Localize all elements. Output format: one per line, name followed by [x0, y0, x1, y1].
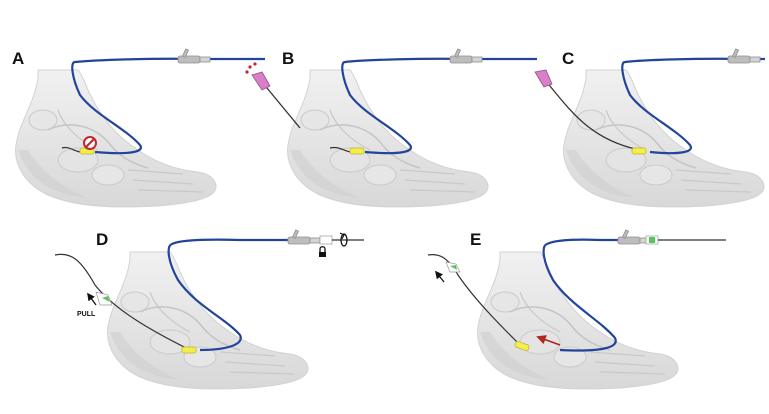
catheter-line — [542, 238, 640, 352]
foot-illustration — [286, 69, 489, 208]
yellow-marker — [631, 147, 647, 155]
needle — [261, 81, 301, 129]
guidewire — [427, 253, 521, 346]
needle-hub — [251, 71, 271, 91]
guidewire — [544, 79, 641, 151]
catheter-line — [621, 57, 765, 155]
sheath-hub — [449, 48, 483, 64]
panel-label-d: D — [96, 230, 108, 249]
panel-b: B — [245, 48, 537, 208]
pull-arrow-icon — [435, 270, 445, 283]
foot-illustration — [14, 69, 217, 208]
panel-label-a: A — [12, 49, 24, 68]
panel-a: A — [12, 48, 265, 208]
pull-label: PULL — [77, 311, 96, 318]
no-entry-icon — [83, 136, 97, 150]
guidewire — [329, 146, 351, 153]
advance-arrow-icon — [536, 335, 561, 346]
sheath-hub — [617, 229, 651, 245]
panel-d: D PULL — [54, 229, 364, 390]
yellow-marker — [349, 147, 365, 155]
guidewire — [61, 146, 81, 153]
panel-label-e: E — [470, 230, 481, 249]
pull-arrow-icon — [87, 292, 97, 306]
sheath-hub — [177, 48, 211, 64]
panel-label-b: B — [282, 49, 294, 68]
yellow-marker — [514, 341, 530, 351]
guidewire — [54, 253, 191, 351]
sheath-hub — [727, 48, 761, 64]
panel-c: C — [534, 48, 765, 208]
panel-e: E — [427, 229, 726, 390]
needle-hub — [534, 69, 553, 88]
sheath-hub — [287, 229, 321, 245]
foot-illustration — [562, 69, 765, 208]
rotate-icon — [339, 232, 348, 247]
green-marker — [649, 237, 655, 243]
green-marker — [450, 265, 457, 270]
catheter-line — [167, 238, 300, 352]
catheter-line — [71, 57, 265, 155]
panel-label-c: C — [562, 49, 574, 68]
sheath-cap — [319, 235, 333, 245]
catheter-line — [341, 57, 537, 155]
blood-drops — [245, 62, 257, 74]
foot-illustration — [476, 251, 679, 390]
green-marker — [102, 296, 110, 302]
yellow-marker — [181, 346, 197, 354]
lock-icon — [319, 246, 326, 257]
